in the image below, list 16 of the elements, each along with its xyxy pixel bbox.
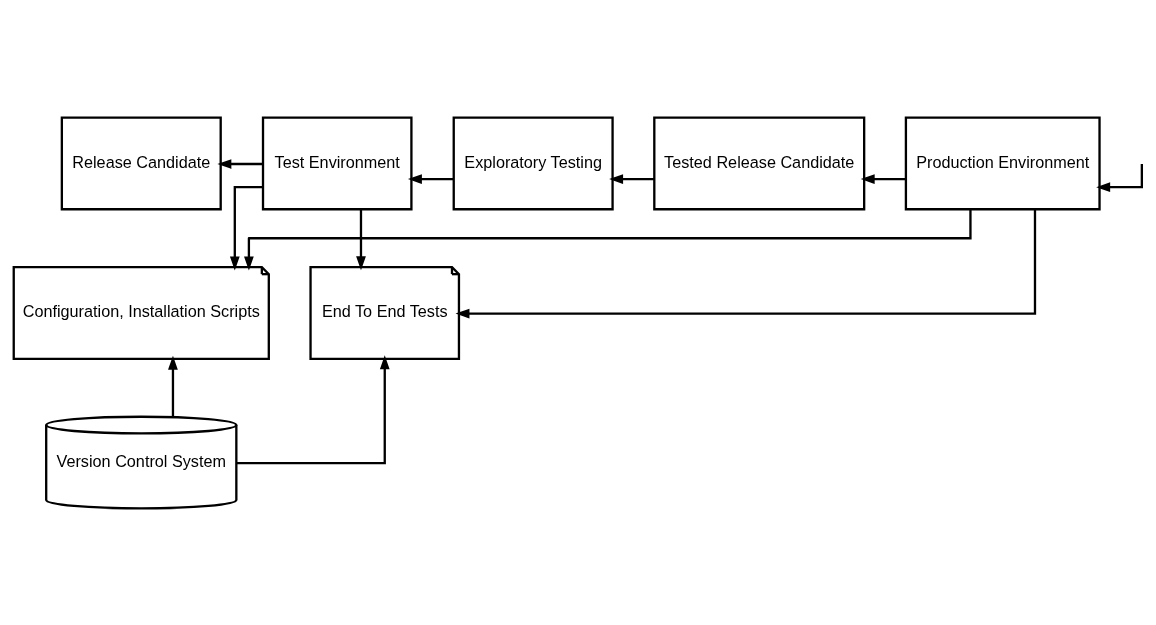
arrow	[356, 209, 366, 270]
node-box: Tested Release Candidate	[653, 116, 866, 210]
arrow	[455, 208, 1037, 318]
arrow	[609, 173, 655, 184]
arrow	[168, 355, 178, 416]
arrow	[229, 185, 263, 270]
node-box: Test Environment	[261, 116, 413, 210]
node-box: Release Candidate	[60, 116, 222, 210]
arrow	[860, 173, 906, 184]
node-box: Exploratory Testing	[452, 116, 614, 210]
arrow	[407, 173, 454, 184]
arrow	[1096, 163, 1143, 192]
arrow	[236, 354, 390, 464]
node-box: Production Environment	[904, 116, 1101, 210]
arrow	[244, 209, 972, 270]
arrow	[217, 158, 263, 169]
